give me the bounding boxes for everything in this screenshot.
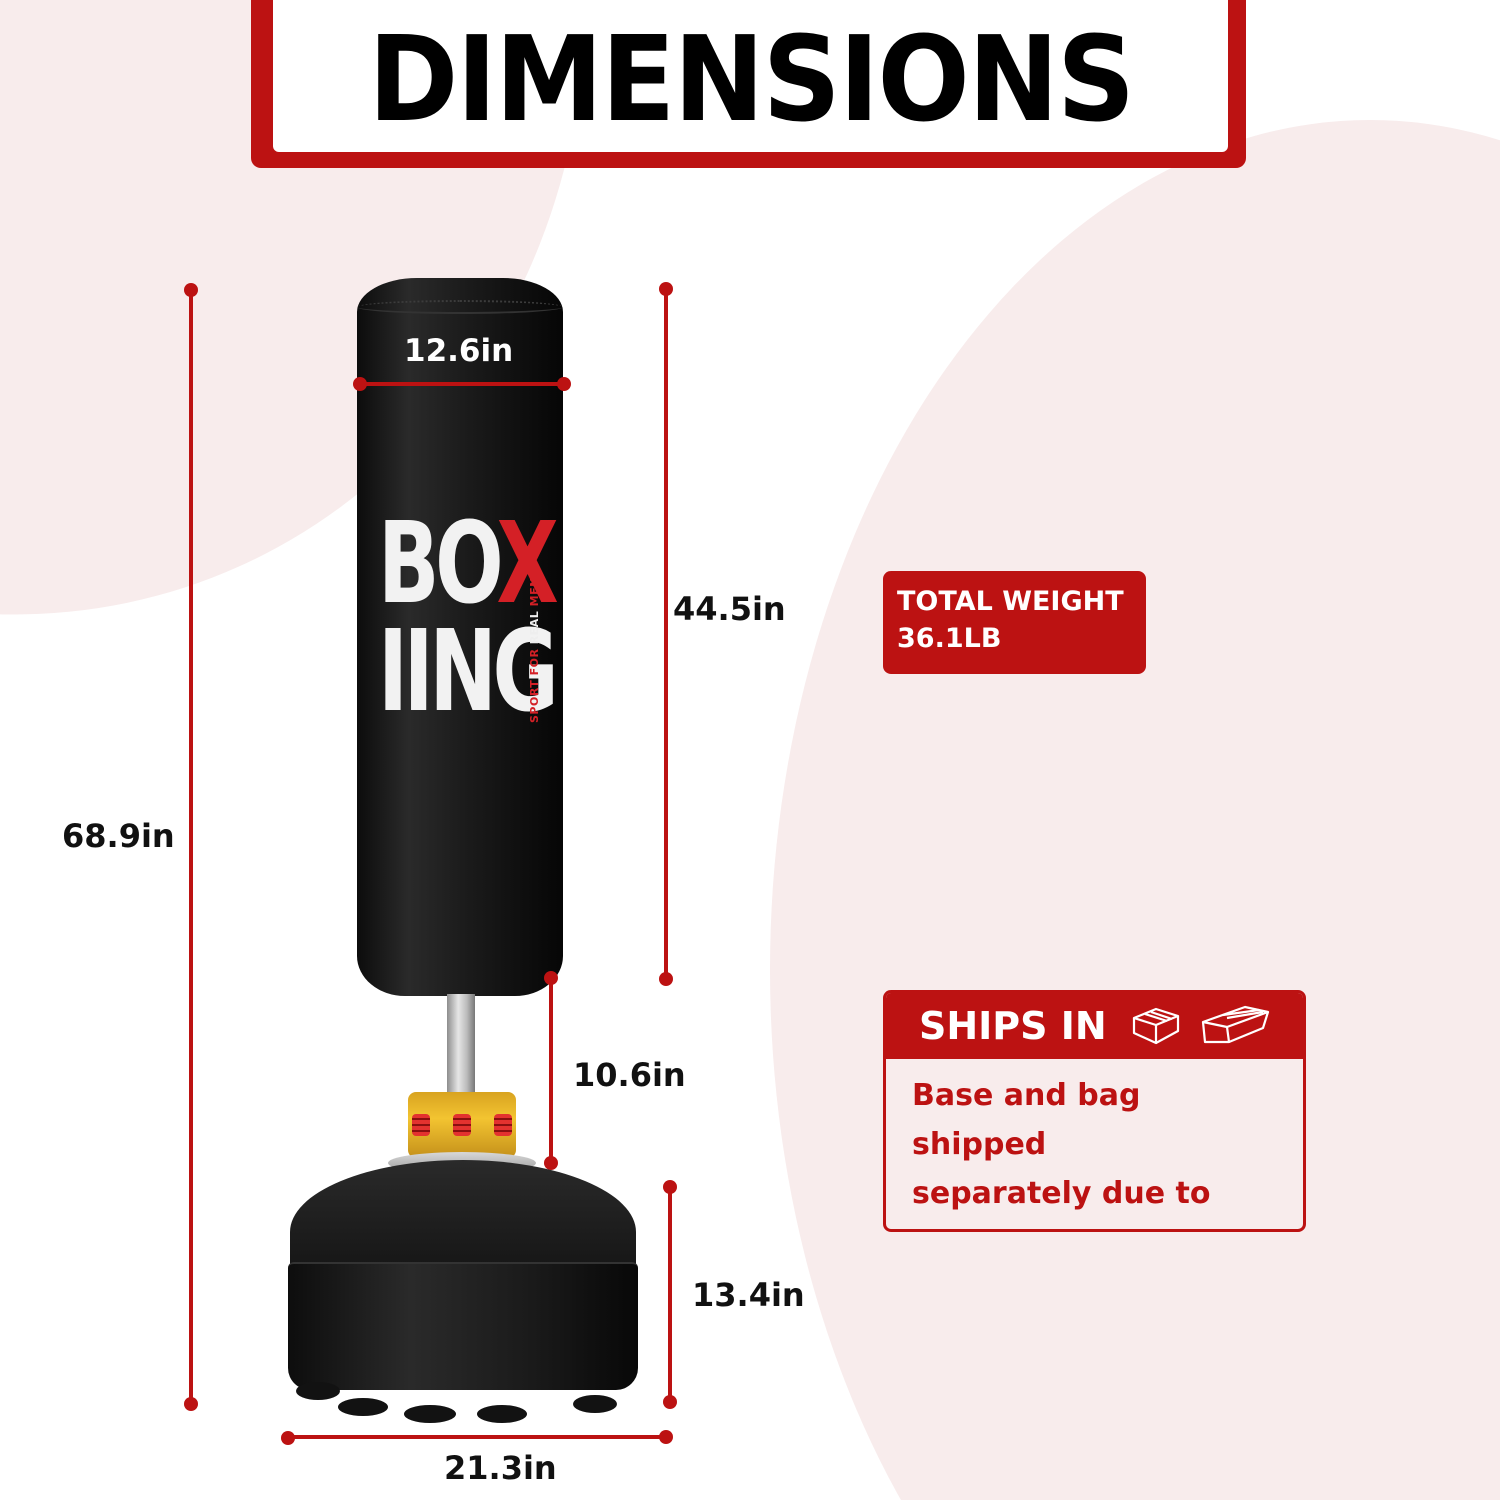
base-width-right-dot [659,1430,673,1444]
base-top [290,1160,636,1280]
base-width-line [288,1435,666,1439]
bag-diameter-label: 12.6in [404,333,514,369]
bag-diameter-right-dot [557,377,571,391]
total-weight-label: TOTAL WEIGHT [897,586,1124,617]
spring [412,1114,430,1136]
pole-height-line [549,978,553,1162]
bag-height-line [664,289,668,979]
base-height-label: 13.4in [692,1276,805,1314]
bag-height-label: 44.5in [673,590,786,628]
logo-line-2: IING [378,607,559,737]
logo-line-1: BOX [378,499,559,629]
pole-height-label: 10.6in [573,1056,686,1094]
pole-height-bottom-dot [544,1156,558,1170]
total-weight-value: 36.1LB [897,623,1002,654]
background-blob-right [770,120,1500,1500]
weighted-base [288,1262,638,1390]
base-height-line [668,1187,672,1401]
spring [453,1114,471,1136]
bag-height-bottom-dot [659,972,673,986]
ships-in-description: Base and bag shipped separately due to l… [912,1078,1211,1229]
boxing-logo: BOX IING SPORT FOR REAL MEN [378,508,559,728]
spring [494,1114,512,1136]
base-width-label: 21.3in [444,1449,557,1487]
ships-in-title: SHIPS IN [919,1004,1107,1048]
suction-cup [477,1405,527,1423]
ships-in-panel: SHIPS IN Base and bag shipped separately… [883,990,1306,1232]
suction-cup [338,1398,388,1416]
bag-top-seam [357,300,563,314]
base-height-bottom-dot [663,1395,677,1409]
logo-tagline: SPORT FOR REAL MEN [528,577,541,723]
page-title: DIMENSIONS [367,10,1135,148]
punching-bag [357,278,563,996]
ships-in-header: SHIPS IN [886,993,1303,1059]
title-banner: DIMENSIONS [273,0,1228,152]
total-weight-badge: TOTAL WEIGHT 36.1LB [883,571,1146,674]
suction-cup [296,1382,340,1400]
small-box-icon [1131,1003,1181,1050]
total-height-line [189,290,193,1403]
total-height-label: 68.9in [62,817,175,855]
bag-diameter-line [360,382,564,386]
suction-cup [404,1405,456,1423]
long-box-icon [1199,1002,1271,1051]
suction-cup [573,1395,617,1413]
total-height-bottom-dot [184,1397,198,1411]
